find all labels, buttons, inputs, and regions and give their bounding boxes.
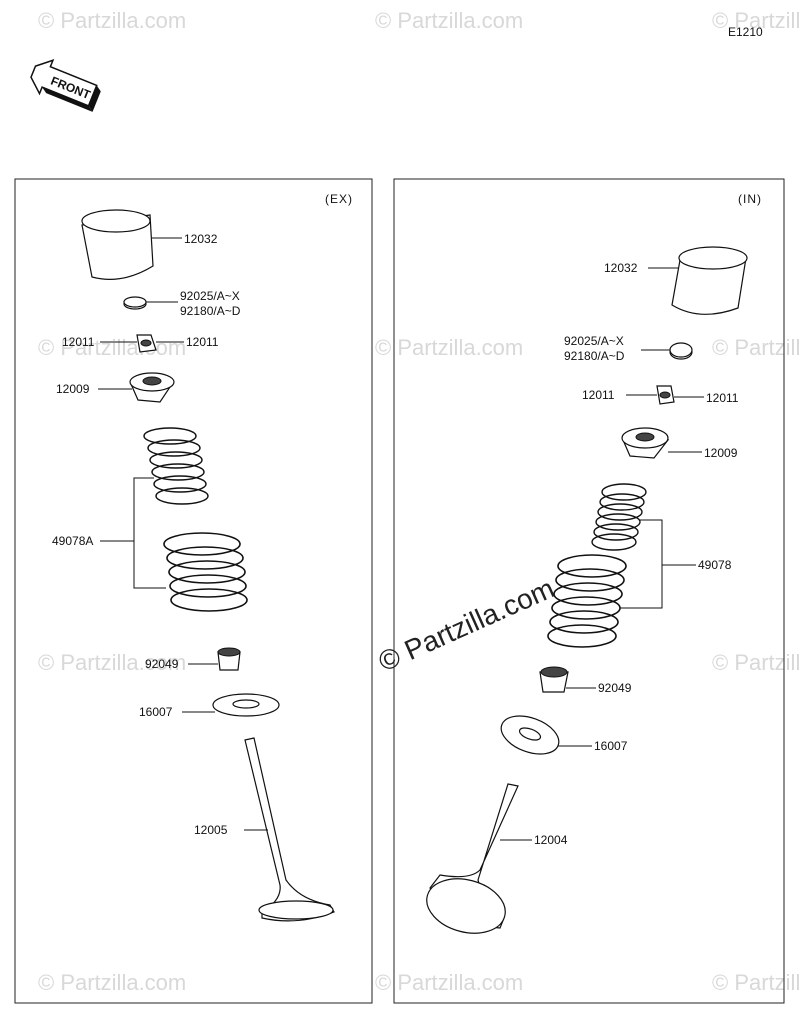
watermark-text: © Partzilla.com [712, 650, 800, 675]
in-spring-label: 49078 [698, 558, 732, 572]
in-outer-spring [547, 554, 627, 648]
watermark-text: © Partzilla.com [375, 970, 523, 995]
watermark-text: © Partzilla.com [375, 8, 523, 33]
in-spring-retainer [621, 427, 702, 459]
intake-panel-frame [393, 178, 785, 1004]
ex-valve-keepers [100, 334, 184, 353]
ex-retainer-label: 12009 [56, 382, 90, 396]
ex-valve [244, 737, 335, 922]
ex-valve-label: 12005 [194, 823, 228, 837]
ex-seal-label: 92049 [145, 657, 179, 671]
watermark-text: © Partzilla.com [712, 335, 800, 360]
watermark-text: © Partzilla.com [38, 8, 186, 33]
ex-inner-spring [143, 427, 209, 505]
in-stem-seal [539, 666, 596, 693]
ex-shim-label-1: 92025/A~X [180, 289, 240, 303]
watermark-text: © Partzilla.com [38, 335, 186, 360]
in-spring-seat [500, 715, 592, 755]
exhaust-panel-frame [14, 178, 373, 1004]
exhaust-tag: (EX) [325, 192, 353, 206]
exhaust-panel: (EX) 12032 92025/A~X 92180/A~D 12011 120… [52, 192, 353, 922]
in-seal-label: 92049 [598, 681, 632, 695]
ex-stem-seal [188, 647, 241, 671]
ex-valve-lifter [81, 209, 182, 280]
intake-tag: (IN) [738, 192, 762, 206]
ex-spring-label: 49078A [52, 534, 93, 548]
in-valve-label: 12004 [534, 833, 568, 847]
in-shim-label-2: 92180/A~D [564, 349, 625, 363]
in-seat-label: 16007 [594, 739, 628, 753]
watermarks: © Partzilla.com © Partzilla.com © Partzi… [38, 8, 800, 995]
watermark-text: © Partzilla.com [712, 8, 800, 33]
watermark-text: © Partzilla.com [375, 335, 523, 360]
in-lifter-label: 12032 [604, 261, 638, 275]
ex-outer-spring [163, 532, 248, 612]
in-shim-label-1: 92025/A~X [564, 334, 624, 348]
watermark-text: © Partzilla.com [712, 970, 800, 995]
ex-spring-seat [182, 693, 280, 717]
ex-keeper-left-label: 12011 [62, 335, 95, 349]
ex-spring-retainer [98, 372, 175, 403]
front-arrow-icon: FRONT [30, 59, 101, 112]
in-keeper-left-label: 12011 [582, 388, 615, 402]
in-keeper-right-label: 12011 [706, 391, 739, 405]
in-valve-keepers [626, 385, 704, 405]
center-watermark: © Partzilla.com [374, 572, 559, 677]
ex-shim-label-2: 92180/A~D [180, 304, 241, 318]
in-valve-lifter [648, 246, 748, 315]
ex-lifter-label: 12032 [184, 232, 218, 246]
watermark-text: © Partzilla.com [38, 970, 186, 995]
in-inner-spring [591, 483, 647, 551]
in-shim [641, 342, 693, 360]
ex-shim [123, 296, 178, 310]
diagram-code: E1210 [728, 25, 763, 39]
in-valve [426, 783, 532, 934]
in-retainer-label: 12009 [704, 446, 738, 460]
ex-keeper-right-label: 12011 [186, 335, 219, 349]
intake-panel: (IN) 12032 92025/A~X 92180/A~D 12011 120… [426, 192, 762, 934]
watermark-text: © Partzilla.com [38, 650, 186, 675]
ex-seat-label: 16007 [139, 705, 173, 719]
